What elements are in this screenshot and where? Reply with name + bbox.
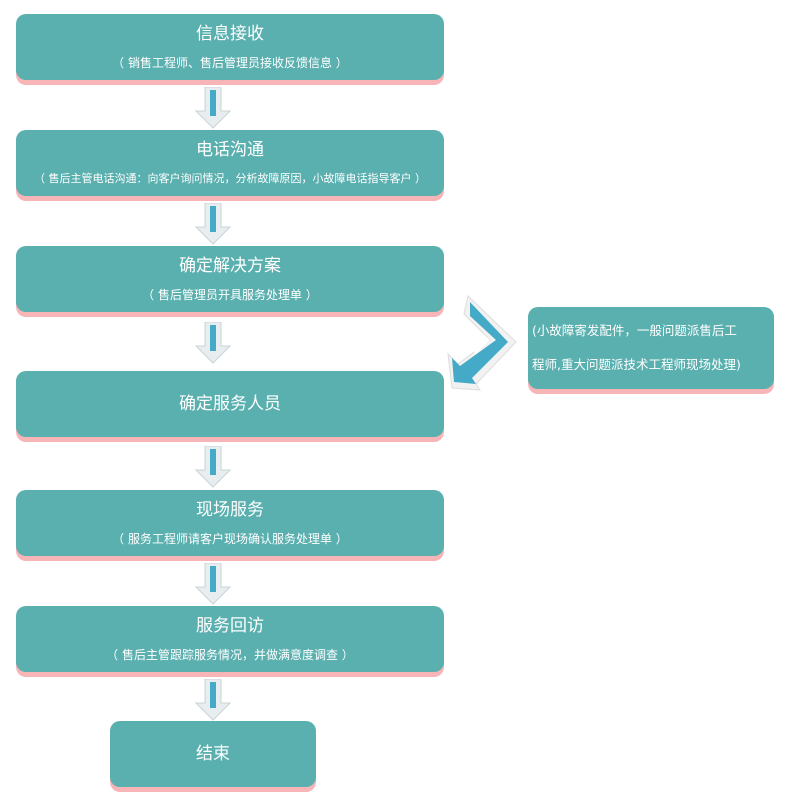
down-arrow-icon (195, 203, 231, 245)
step-title: 信息接收 (196, 24, 264, 44)
step-title: 结束 (196, 744, 230, 764)
down-arrow-icon (195, 563, 231, 605)
bent-arrow-icon (447, 295, 517, 391)
down-arrow-icon (195, 446, 231, 488)
side-note-line: (小故障寄发配件，一般问题派售后工 (532, 323, 737, 338)
step-info-receive: 信息接收 （ 销售工程师、售后管理员接收反馈信息 ） (16, 14, 444, 80)
step-subtitle: （ 销售工程师、售后管理员接收反馈信息 ） (112, 56, 348, 70)
step-subtitle: （ 售后主管跟踪服务情况，并做满意度调查 ） (106, 648, 354, 662)
step-onsite-service: 现场服务 （ 服务工程师请客户现场确认服务处理单 ） (16, 490, 444, 556)
down-arrow-icon (195, 322, 231, 364)
step-determine-solution: 确定解决方案 （ 售后管理员开具服务处理单 ） (16, 246, 444, 312)
step-title: 现场服务 (196, 500, 264, 520)
step-title: 服务回访 (196, 616, 264, 636)
step-subtitle: （ 售后管理员开具服务处理单 ） (142, 288, 318, 302)
step-phone-communication: 电话沟通 （ 售后主管电话沟通：向客户询问情况，分析故障原因，小故障电话指导客户… (16, 130, 444, 196)
step-follow-up: 服务回访 （ 售后主管跟踪服务情况，并做满意度调查 ） (16, 606, 444, 672)
step-title: 电话沟通 (196, 140, 264, 160)
step-end: 结束 (110, 721, 316, 787)
side-note-line: 程师,重大问题派技术工程师现场处理) (532, 357, 741, 372)
down-arrow-icon (195, 87, 231, 129)
step-title: 确定服务人员 (179, 394, 281, 414)
step-title: 确定解决方案 (179, 256, 281, 276)
down-arrow-icon (195, 679, 231, 721)
step-subtitle: （ 服务工程师请客户现场确认服务处理单 ） (112, 532, 348, 546)
step-subtitle: （ 售后主管电话沟通：向客户询问情况，分析故障原因，小故障电话指导客户 ） (34, 172, 426, 185)
step-assign-staff: 确定服务人员 (16, 371, 444, 437)
side-note-box: (小故障寄发配件，一般问题派售后工 程师,重大问题派技术工程师现场处理) (528, 307, 774, 389)
